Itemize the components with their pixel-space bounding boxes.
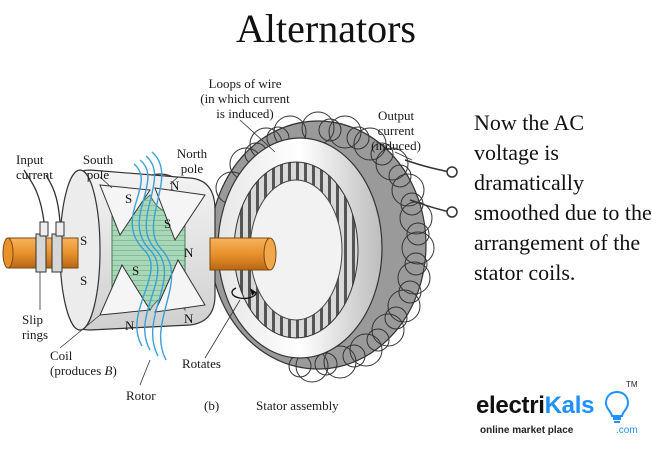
logo-wordmark: electriKals bbox=[476, 392, 595, 419]
output-current-label: Output current (induced) bbox=[371, 108, 421, 153]
pole-label-n: N bbox=[184, 245, 194, 260]
stator-assembly bbox=[209, 111, 458, 383]
trademark: TM bbox=[626, 380, 638, 389]
pole-label-s: S bbox=[80, 233, 87, 248]
pole-label-n: N bbox=[184, 311, 194, 326]
pole-label-s: S bbox=[164, 216, 171, 231]
electrikals-logo: electriKals TM online market place .com bbox=[474, 380, 644, 448]
coil-label: Coil (produces B) bbox=[50, 348, 117, 378]
rotates-label: Rotates bbox=[182, 356, 221, 371]
slip-rings-label: Slip rings bbox=[22, 312, 48, 342]
pole-label-n: N bbox=[170, 178, 180, 193]
loops-of-wire-label: Loops of wire (in which current is induc… bbox=[200, 76, 290, 121]
pole-label-s: S bbox=[80, 273, 87, 288]
figure-letter: (b) bbox=[204, 398, 220, 413]
logo-domain: .com bbox=[616, 425, 638, 436]
logo-tagline: online market place bbox=[480, 425, 574, 436]
input-current-label: Input current bbox=[16, 152, 53, 182]
pole-label-s: S bbox=[125, 191, 132, 206]
stator-assembly-label: Stator assembly bbox=[256, 398, 339, 413]
pole-label-n: N bbox=[125, 318, 135, 333]
rotor-label: Rotor bbox=[126, 388, 156, 403]
page-title: Alternators bbox=[236, 6, 416, 51]
description-text: Now the AC voltage is dramatically smoot… bbox=[474, 110, 652, 285]
north-pole-label: North pole bbox=[176, 146, 208, 176]
rotor bbox=[2, 151, 277, 361]
pole-label-s: S bbox=[132, 263, 139, 278]
lightbulb-icon bbox=[604, 390, 630, 423]
alternator-diagram: S N S N S S S N N bbox=[2, 111, 458, 386]
south-pole-label: South pole bbox=[82, 152, 114, 182]
